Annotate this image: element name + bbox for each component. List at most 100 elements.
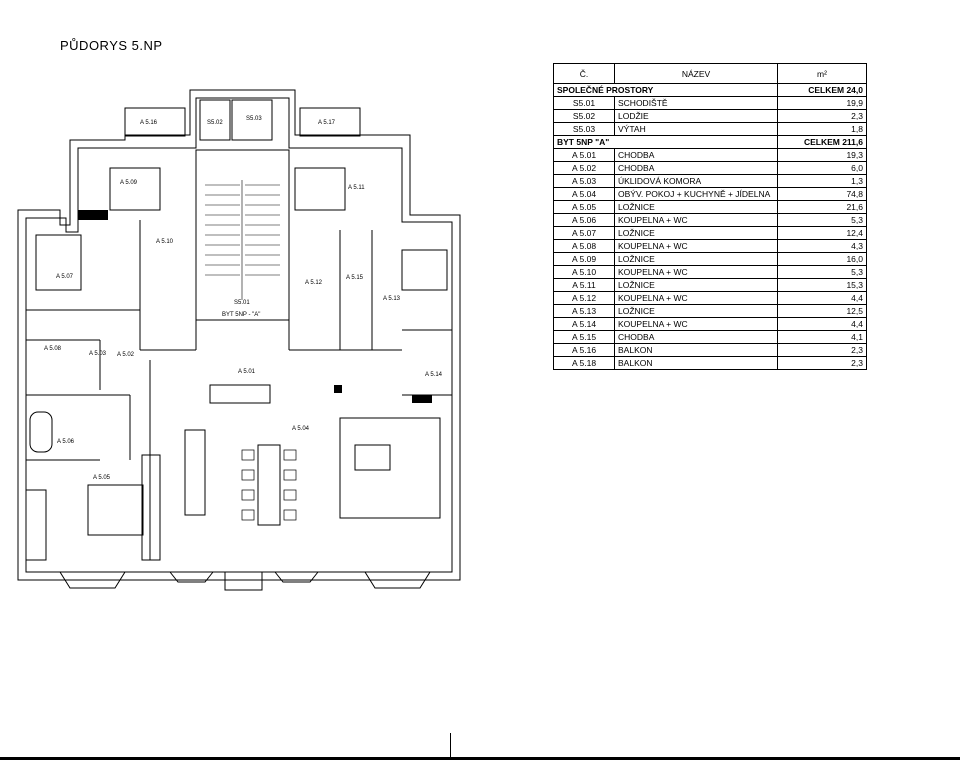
- room-id: A 5.13: [553, 304, 615, 318]
- room-area: 6,0: [777, 161, 867, 175]
- room-id: A 5.03: [553, 174, 615, 188]
- divider: [0, 757, 960, 760]
- wardrobe-a506: [25, 489, 47, 561]
- room-label: S5.02: [207, 120, 223, 126]
- kitchen-island: [184, 429, 206, 516]
- room-id: A 5.16: [553, 343, 615, 357]
- room-id: A 5.05: [553, 200, 615, 214]
- bed-a513: [401, 249, 448, 291]
- room-label: A 5.14: [425, 372, 443, 378]
- bay-window: [169, 571, 214, 583]
- room-area: 21,6: [777, 200, 867, 214]
- column-header: m²: [777, 63, 867, 84]
- section-label: SPOLEČNÉ PROSTORY: [553, 83, 778, 97]
- page-title: PŮDORYS 5.NP: [60, 38, 163, 53]
- wardrobe-a505: [141, 454, 161, 561]
- room-area: 1,3: [777, 174, 867, 188]
- room-area: 4,4: [777, 317, 867, 331]
- dining-table: [257, 444, 281, 526]
- elevator: [231, 99, 273, 141]
- bay-window: [274, 571, 319, 583]
- room-id: A 5.07: [553, 226, 615, 240]
- room-label: A 5.02: [117, 352, 135, 358]
- column-block: [78, 210, 108, 220]
- room-name: KOUPELNA + WC: [614, 291, 778, 305]
- room-area: 12,4: [777, 226, 867, 240]
- room-label: BYT 5NP - "A": [222, 312, 260, 318]
- balcony-a517: [299, 107, 361, 137]
- room-label: A 5.05: [93, 475, 111, 481]
- table-header-row: Č. NÁZEV m²: [553, 63, 867, 84]
- room-area: 19,9: [777, 96, 867, 110]
- entrance-steps: [224, 572, 263, 591]
- room-name: CHODBA: [614, 161, 778, 175]
- room-id: A 5.10: [553, 265, 615, 279]
- room-id: A 5.06: [553, 213, 615, 227]
- room-name: BALKON: [614, 356, 778, 370]
- room-name: KOUPELNA + WC: [614, 317, 778, 331]
- room-name: OBÝV. POKOJ + KUCHYNĚ + JÍDELNA: [614, 187, 778, 201]
- room-area: 15,3: [777, 278, 867, 292]
- room-label: A 5.15: [346, 275, 364, 281]
- dining-chairs: [241, 449, 297, 521]
- room-id: S5.01: [553, 96, 615, 110]
- bay-window: [364, 571, 431, 589]
- room-id: S5.02: [553, 109, 615, 123]
- room-label: A 5.16: [140, 120, 158, 126]
- column-header: Č.: [553, 63, 615, 84]
- section-row: BYT 5NP "A" CELKEM 211,6: [553, 135, 867, 149]
- room-name: ÚKLIDOVÁ KOMORA: [614, 174, 778, 188]
- room-area: 12,5: [777, 304, 867, 318]
- room-label: A 5.09: [120, 180, 138, 186]
- room-label: A 5.08: [44, 346, 62, 352]
- room-name: LOŽNICE: [614, 278, 778, 292]
- lodzie-s502: [199, 99, 231, 141]
- room-label: S5.01: [234, 300, 250, 306]
- room-name: BALKON: [614, 343, 778, 357]
- room-id: A 5.12: [553, 291, 615, 305]
- room-area: 4,3: [777, 239, 867, 253]
- room-id: A 5.09: [553, 252, 615, 266]
- bathtub: [29, 411, 53, 453]
- coffee-table: [354, 444, 391, 471]
- room-label: A 5.03: [89, 351, 107, 357]
- room-label: A 5.04: [292, 426, 310, 432]
- room-label: A 5.07: [56, 274, 74, 280]
- room-label: A 5.06: [57, 439, 75, 445]
- room-id: A 5.08: [553, 239, 615, 253]
- column-block: [412, 395, 432, 403]
- bed-a507: [35, 234, 82, 291]
- room-area: 16,0: [777, 252, 867, 266]
- room-area: 2,3: [777, 343, 867, 357]
- room-name: LOŽNICE: [614, 252, 778, 266]
- room-id: A 5.14: [553, 317, 615, 331]
- room-name: SCHODIŠTĚ: [614, 96, 778, 110]
- column-block: [334, 385, 342, 393]
- room-name: CHODBA: [614, 330, 778, 344]
- outer-wall: [17, 89, 461, 581]
- room-area: 5,3: [777, 265, 867, 279]
- room-area: 1,8: [777, 122, 867, 136]
- room-area: 19,3: [777, 148, 867, 162]
- section-total: CELKEM 24,0: [777, 83, 867, 97]
- divider: [450, 733, 451, 757]
- room-area: 74,8: [777, 187, 867, 201]
- room-name: LOŽNICE: [614, 304, 778, 318]
- bed-a505: [87, 484, 144, 536]
